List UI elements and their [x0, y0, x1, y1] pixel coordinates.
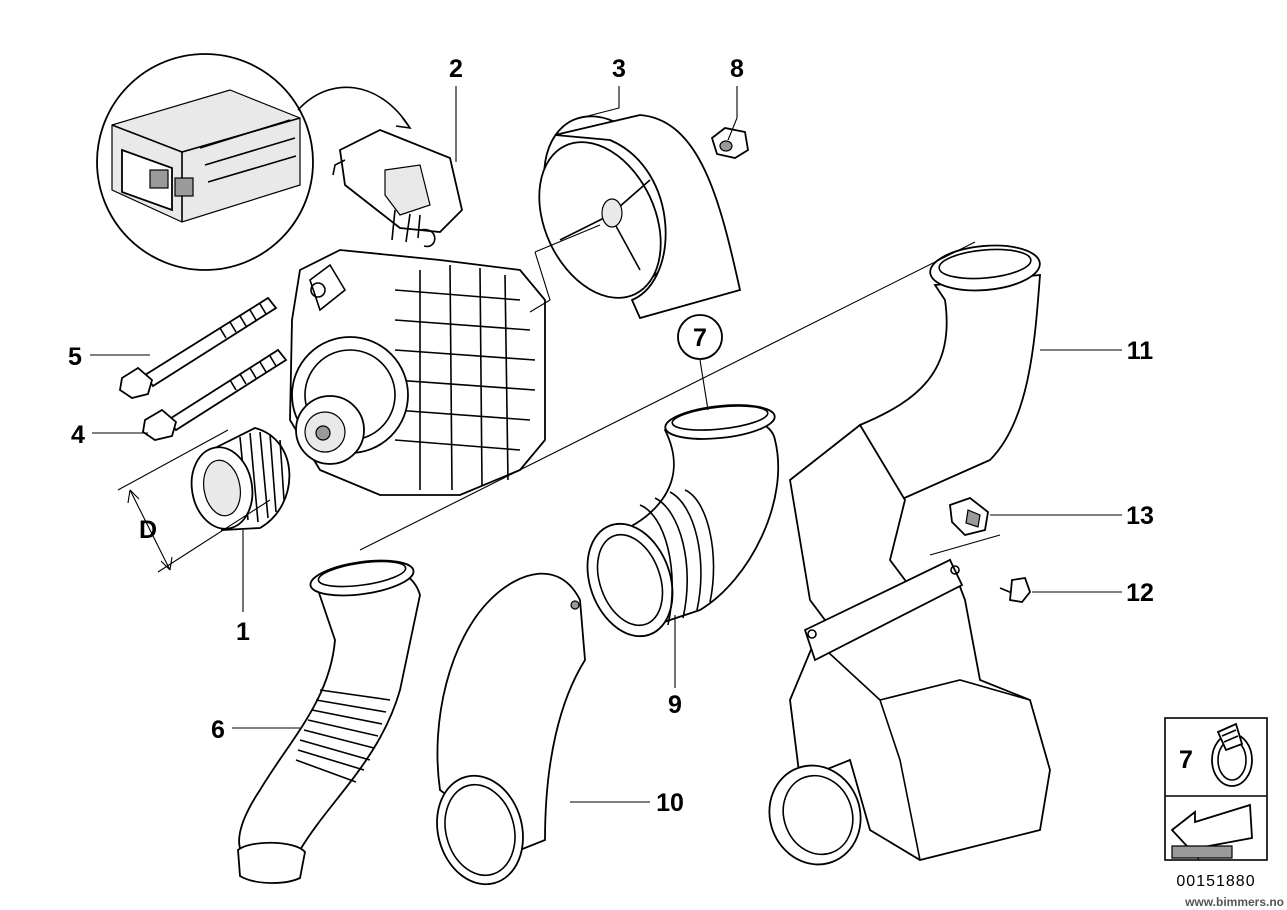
callout-12: 12	[1126, 579, 1154, 607]
callout-6: 6	[211, 716, 225, 744]
callout-9: 9	[668, 691, 682, 719]
diagram-code: 00151880	[1176, 873, 1255, 890]
fan-cover	[538, 114, 742, 320]
dimension-d	[117, 429, 271, 573]
upper-air-duct	[789, 244, 1041, 642]
elbow-with-bellows	[586, 404, 780, 638]
callout-11: 11	[1127, 337, 1154, 365]
callout-1: 1	[236, 618, 250, 646]
clip-nut	[949, 496, 989, 536]
callout-7-circle	[677, 314, 723, 360]
pulley	[190, 427, 291, 531]
callout-13: 13	[1126, 502, 1154, 530]
callout-10: 10	[656, 789, 684, 817]
callout-7: 7	[693, 324, 707, 352]
callout-8: 8	[730, 55, 744, 83]
air-duct	[436, 572, 586, 886]
callout-5: 5	[68, 343, 82, 371]
intake-housing	[768, 558, 1051, 866]
callout-4: 4	[71, 421, 85, 449]
nut	[710, 127, 749, 159]
callout-2: 2	[449, 55, 463, 83]
intake-hose-bellows	[237, 559, 421, 884]
alternator	[289, 249, 546, 496]
watermark: www.bimmers.no	[1184, 895, 1284, 909]
connector-detail-callout	[96, 53, 412, 271]
bolt-short	[142, 348, 288, 441]
bolt-long	[119, 296, 278, 399]
leader-lines	[90, 86, 1122, 803]
dimension-label: D	[139, 516, 157, 544]
callout-3: 3	[612, 55, 626, 83]
voltage-regulator	[332, 129, 463, 248]
legend-clip-number: 7	[1179, 746, 1193, 774]
screw	[999, 576, 1032, 603]
legend-box	[1164, 717, 1268, 861]
